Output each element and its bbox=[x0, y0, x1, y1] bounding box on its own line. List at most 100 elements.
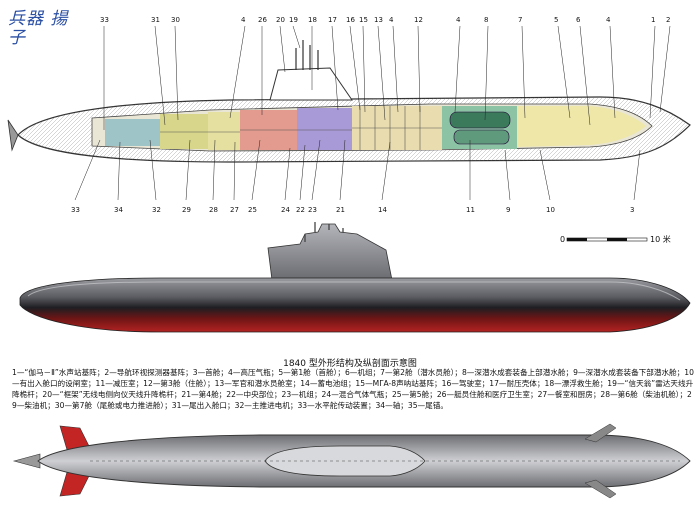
top-leader-line bbox=[279, 25, 286, 73]
bottom-leader-line bbox=[504, 149, 511, 201]
plan-stern bbox=[12, 453, 41, 469]
top-leader-line bbox=[659, 25, 671, 113]
top-part-number: 17 bbox=[328, 16, 337, 24]
bottom-part-number: 11 bbox=[466, 206, 475, 214]
top-leader-line bbox=[484, 25, 489, 121]
diving-chamber-lower bbox=[453, 129, 510, 145]
bottom-leader-line bbox=[74, 139, 101, 201]
top-leader-line bbox=[454, 25, 461, 113]
bottom-leader-line bbox=[233, 141, 236, 201]
interior-lines bbox=[160, 106, 442, 150]
top-part-number: 7 bbox=[518, 16, 522, 24]
top-part-number: 30 bbox=[171, 16, 180, 24]
top-leader-line bbox=[174, 25, 179, 121]
profile-highlight bbox=[27, 281, 681, 301]
bottom-part-number: 14 bbox=[378, 206, 387, 214]
compartment-7-aft bbox=[105, 119, 160, 146]
bottom-part-number: 29 bbox=[182, 206, 191, 214]
bottom-part-number: 32 bbox=[152, 206, 161, 214]
bottom-leader-line bbox=[284, 147, 291, 201]
bottom-part-number: 34 bbox=[114, 206, 123, 214]
top-part-number: 6 bbox=[576, 16, 581, 24]
bottom-part-number: 24 bbox=[281, 206, 290, 214]
scale-end: 10 米 bbox=[650, 234, 671, 244]
bottom-part-number: 23 bbox=[308, 206, 317, 214]
compartment-6-diesel bbox=[160, 114, 208, 149]
bottom-leader-line bbox=[299, 144, 306, 201]
bottom-leader-line bbox=[311, 139, 321, 201]
bottom-part-number: 22 bbox=[296, 206, 305, 214]
bottom-leader-line bbox=[117, 141, 121, 201]
top-leader-line bbox=[377, 25, 386, 121]
bottom-part-number: 28 bbox=[209, 206, 218, 214]
top-leader-line bbox=[521, 25, 526, 119]
top-part-number: 2 bbox=[666, 16, 670, 24]
bottom-part-number: 10 bbox=[546, 206, 555, 214]
bottom-leader-line bbox=[251, 139, 261, 201]
top-part-number: 4 bbox=[241, 16, 246, 24]
plan-bow-plane-bottom bbox=[584, 479, 617, 499]
top-leader-line bbox=[609, 25, 616, 119]
legend-text: 1—“伽马－Ⅱ”水声站基阵；2—导航环视探测器基阵；3—首舱；4—高压气瓶；5—… bbox=[12, 368, 694, 410]
bottom-part-number: 21 bbox=[336, 206, 345, 214]
top-part-number: 8 bbox=[484, 16, 488, 24]
top-part-number: 1 bbox=[651, 16, 655, 24]
cutaway-rudder bbox=[7, 119, 19, 152]
top-part-number: 12 bbox=[414, 16, 423, 24]
bottom-leader-line bbox=[212, 139, 216, 201]
bottom-leader-line bbox=[539, 149, 551, 201]
top-leader-line bbox=[292, 25, 301, 49]
profile-hull bbox=[19, 277, 691, 333]
bottom-leader-line bbox=[633, 149, 641, 201]
compartment-1-bow bbox=[517, 106, 646, 147]
top-leader-line bbox=[557, 25, 571, 119]
top-part-number: 15 bbox=[359, 16, 368, 24]
top-part-number: 19 bbox=[289, 16, 298, 24]
top-leader-line bbox=[417, 25, 421, 113]
top-part-number: 4 bbox=[389, 16, 394, 24]
top-part-number: 4 bbox=[606, 16, 611, 24]
profile-masts bbox=[304, 222, 344, 242]
top-leader-line bbox=[154, 25, 166, 126]
top-part-number: 20 bbox=[276, 16, 285, 24]
top-part-number: 26 bbox=[258, 16, 267, 24]
bottom-leader-line bbox=[149, 139, 157, 201]
top-leader-line bbox=[579, 25, 591, 126]
profile-sail bbox=[267, 223, 393, 281]
bottom-part-number: 25 bbox=[248, 206, 257, 214]
top-leader-lines bbox=[103, 25, 671, 130]
scale-start: 0 bbox=[560, 235, 565, 244]
top-leader-line bbox=[392, 25, 399, 113]
bottom-leader-line bbox=[339, 139, 346, 201]
top-part-number: 31 bbox=[151, 16, 160, 24]
bottom-part-number: 33 bbox=[71, 206, 80, 214]
top-leader-line bbox=[229, 25, 246, 119]
bottom-part-number: 27 bbox=[230, 206, 239, 214]
top-part-number: 5 bbox=[554, 16, 558, 24]
plan-view bbox=[12, 423, 691, 499]
diving-chamber-upper bbox=[449, 111, 511, 129]
top-part-number: 18 bbox=[308, 16, 317, 24]
plan-bow-plane-top bbox=[584, 423, 617, 443]
top-leader-line bbox=[649, 25, 656, 119]
cutaway-sail bbox=[269, 67, 353, 101]
top-leader-line bbox=[331, 25, 339, 111]
top-leader-line bbox=[349, 25, 361, 111]
bottom-leader-line bbox=[381, 141, 391, 201]
top-part-number: 4 bbox=[456, 16, 461, 24]
compartment-4-central bbox=[297, 108, 352, 150]
side-profile bbox=[19, 222, 691, 333]
bottom-part-number: 3 bbox=[630, 206, 634, 214]
watermark: 兵器 揚子 bbox=[8, 9, 69, 48]
cutaway-masts bbox=[295, 40, 319, 70]
top-part-number: 16 bbox=[346, 16, 355, 24]
compartment-5 bbox=[208, 112, 240, 150]
diagram-caption: 1840 型外形结构及纵剖面示意图 bbox=[283, 359, 417, 369]
scale-bar: 0 10 米 bbox=[560, 234, 671, 244]
top-part-number: 13 bbox=[374, 16, 383, 24]
top-part-number: 33 bbox=[100, 16, 109, 24]
